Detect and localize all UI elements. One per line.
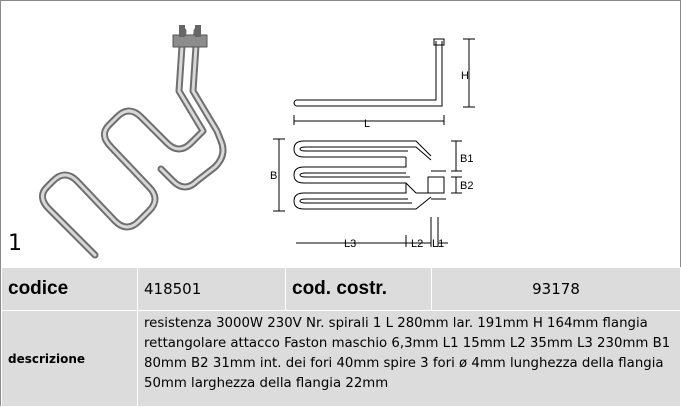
description-text: resistenza 3000W 230V Nr. spirali 1 L 28… [137, 310, 681, 407]
dim-label-b1: B1 [460, 153, 473, 165]
product-image-area: H L B B1 B2 L3 L2 L1 1 [1, 1, 680, 266]
description-row: descrizione resistenza 3000W 230V Nr. sp… [1, 310, 681, 407]
dim-label-l3: L3 [344, 238, 356, 250]
product-spec-table: codice 418501 cod. costr. 93178 descrizi… [1, 267, 681, 407]
code-row: codice 418501 cod. costr. 93178 [1, 267, 681, 311]
heating-element-photo [39, 25, 227, 259]
dim-label-h: H [461, 70, 469, 82]
dim-label-b: B [270, 170, 277, 182]
drawing-dimension-labels: H L B B1 B2 L3 L2 L1 [270, 70, 473, 250]
image-number: 1 [8, 231, 22, 256]
dim-label-l2: L2 [411, 238, 423, 250]
technical-drawing: H L B B1 B2 L3 L2 L1 [270, 38, 475, 250]
code-label: codice [1, 267, 138, 311]
dim-label-b2: B2 [460, 180, 473, 192]
dim-label-l: L [364, 118, 370, 130]
manufacturer-code-label: cod. costr. [285, 267, 432, 311]
dim-label-l1: L1 [432, 238, 444, 250]
description-label: descrizione [1, 310, 138, 407]
manufacturer-code-value: 93178 [431, 267, 681, 311]
code-value: 418501 [137, 267, 286, 311]
